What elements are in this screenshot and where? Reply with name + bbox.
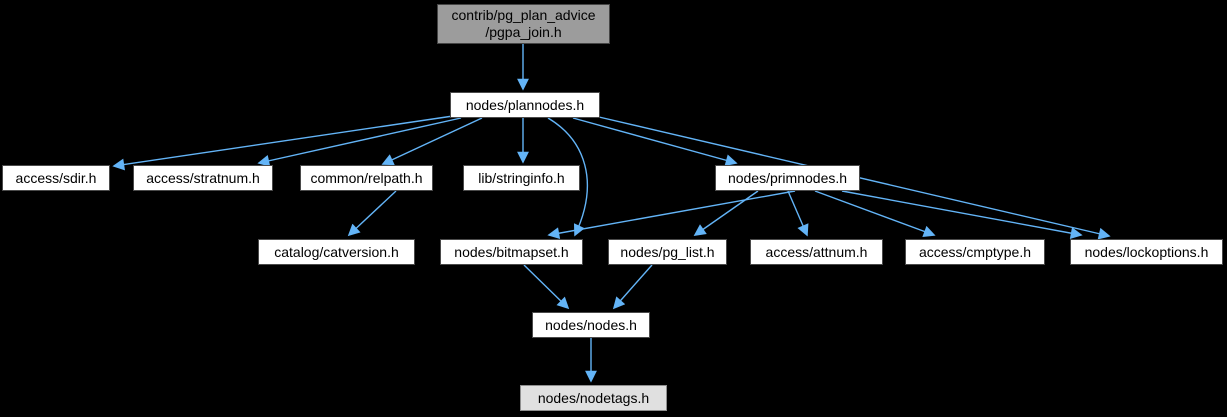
node-label: nodes/plannodes.h: [465, 96, 585, 113]
edge-plannodes-primnodes: [572, 117, 738, 167]
node-label: access/stratnum.h: [146, 169, 260, 186]
node-label: access/sdir.h: [15, 169, 97, 186]
edge-primnodes-attnum: [787, 190, 809, 237]
node-label: nodes/lockoptions.h: [1084, 243, 1209, 260]
node-label: access/attnum.h: [765, 243, 868, 260]
graph-node-nodes-h[interactable]: nodes/nodes.h: [532, 312, 650, 338]
node-label-line1: contrib/pg_plan_advice: [451, 7, 596, 24]
edge-plannodes-stratnum: [257, 117, 462, 167]
edge-bitmapset-nodes_h: [523, 264, 570, 310]
graph-node-stringinfo[interactable]: lib/stringinfo.h: [463, 165, 580, 191]
node-label: nodes/nodetags.h: [537, 389, 650, 406]
graph-node-relpath[interactable]: common/relpath.h: [300, 165, 433, 191]
node-label-line2: /pgpa_join.h: [485, 24, 562, 40]
node-label: common/relpath.h: [310, 169, 423, 186]
graph-node-catversion[interactable]: catalog/catversion.h: [258, 239, 415, 265]
edge-primnodes-pg_list: [693, 190, 759, 236]
node-label: access/cmptype.h: [918, 243, 1032, 260]
graph-node-lockoptions[interactable]: nodes/lockoptions.h: [1070, 239, 1223, 265]
edge-plannodes-bitmapset: [547, 117, 588, 237]
graph-node-sdir[interactable]: access/sdir.h: [2, 165, 110, 191]
graph-node-primnodes[interactable]: nodes/primnodes.h: [715, 165, 860, 191]
graph-node-attnum[interactable]: access/attnum.h: [750, 239, 883, 265]
edge-primnodes-lockoptions: [841, 190, 1083, 239]
node-label: nodes/bitmapset.h: [454, 243, 569, 260]
graph-node-cmptype[interactable]: access/cmptype.h: [905, 239, 1045, 265]
graph-node-plannodes[interactable]: nodes/plannodes.h: [450, 92, 600, 118]
edge-plannodes-relpath: [381, 117, 483, 166]
graph-node-pgpa-join[interactable]: contrib/pg_plan_advice /pgpa_join.h: [437, 4, 610, 44]
node-label: nodes/nodes.h: [545, 316, 637, 333]
node-label: nodes/pg_list.h: [620, 243, 715, 260]
graph-node-bitmapset[interactable]: nodes/bitmapset.h: [440, 239, 583, 265]
edge-primnodes-bitmapset: [547, 190, 796, 240]
edge-relpath-catversion: [347, 190, 397, 237]
graph-node-nodetags[interactable]: nodes/nodetags.h: [520, 385, 667, 411]
graph-node-stratnum[interactable]: access/stratnum.h: [133, 165, 273, 191]
node-label: nodes/primnodes.h: [727, 169, 848, 186]
edge-pg_list-nodes_h: [612, 264, 653, 310]
graph-node-pg-list[interactable]: nodes/pg_list.h: [608, 239, 727, 265]
edge-primnodes-cmptype: [814, 190, 936, 238]
edge-plannodes-sdir: [112, 115, 454, 171]
node-label: lib/stringinfo.h: [478, 169, 565, 186]
node-label: catalog/catversion.h: [274, 243, 399, 260]
